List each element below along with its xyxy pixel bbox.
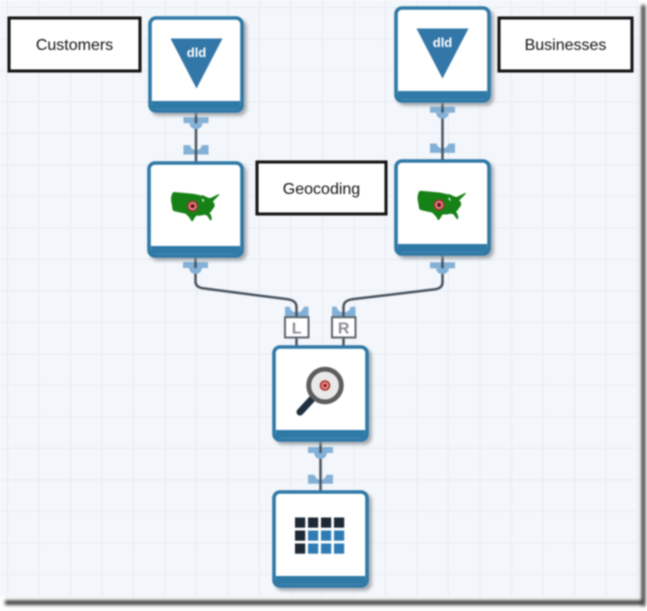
svg-text:Customers: Customers [36, 37, 113, 54]
svg-text:dld: dld [187, 45, 207, 60]
svg-text:R: R [338, 321, 350, 338]
svg-text:dld: dld [433, 35, 453, 50]
svg-text:L: L [292, 321, 302, 338]
svg-text:Geocoding: Geocoding [283, 181, 360, 198]
svg-text:Businesses: Businesses [525, 37, 607, 54]
